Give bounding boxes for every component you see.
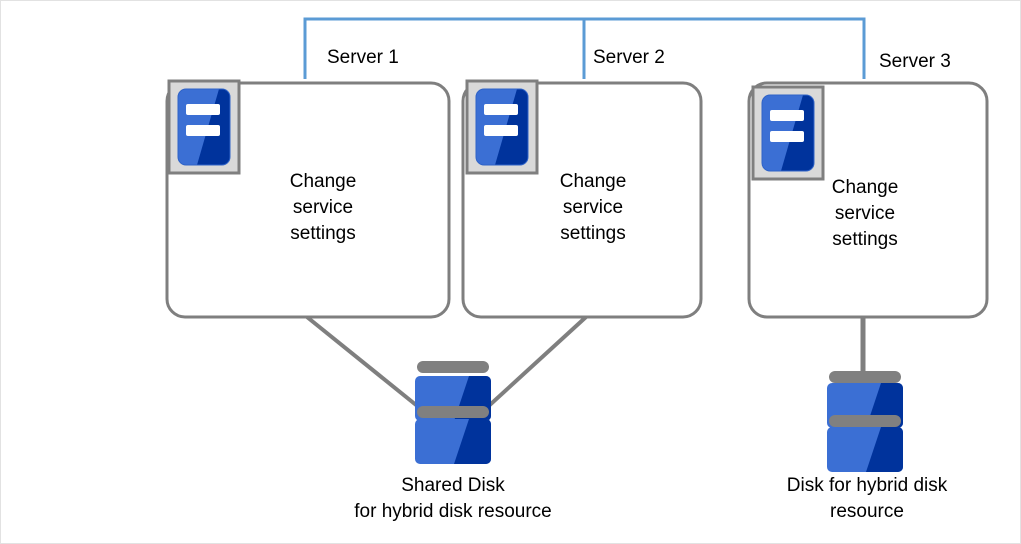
server-icon-2 <box>465 79 539 175</box>
shared-disk-icon <box>415 361 491 464</box>
server-caption-2: Server 2 <box>593 47 665 68</box>
server-body-text-1: Change service settings <box>289 171 357 244</box>
shared-disk-caption: Shared Disk for hybrid disk resource <box>354 475 552 522</box>
server-body-text-3: Change service settings <box>831 177 899 250</box>
local-disk-caption: Disk for hybrid disk resource <box>786 475 948 522</box>
server-icon-3 <box>751 85 825 181</box>
network-bracket <box>303 17 866 79</box>
server-icon-1 <box>167 79 241 175</box>
server-body-text-2: Change service settings <box>559 171 627 244</box>
connector-server2-to-shared-disk <box>479 315 588 415</box>
server-caption-1: Server 1 <box>327 47 399 68</box>
server-caption-3: Server 3 <box>879 51 951 72</box>
local-disk-icon <box>827 371 903 472</box>
connector-server1-to-shared-disk <box>305 315 428 415</box>
